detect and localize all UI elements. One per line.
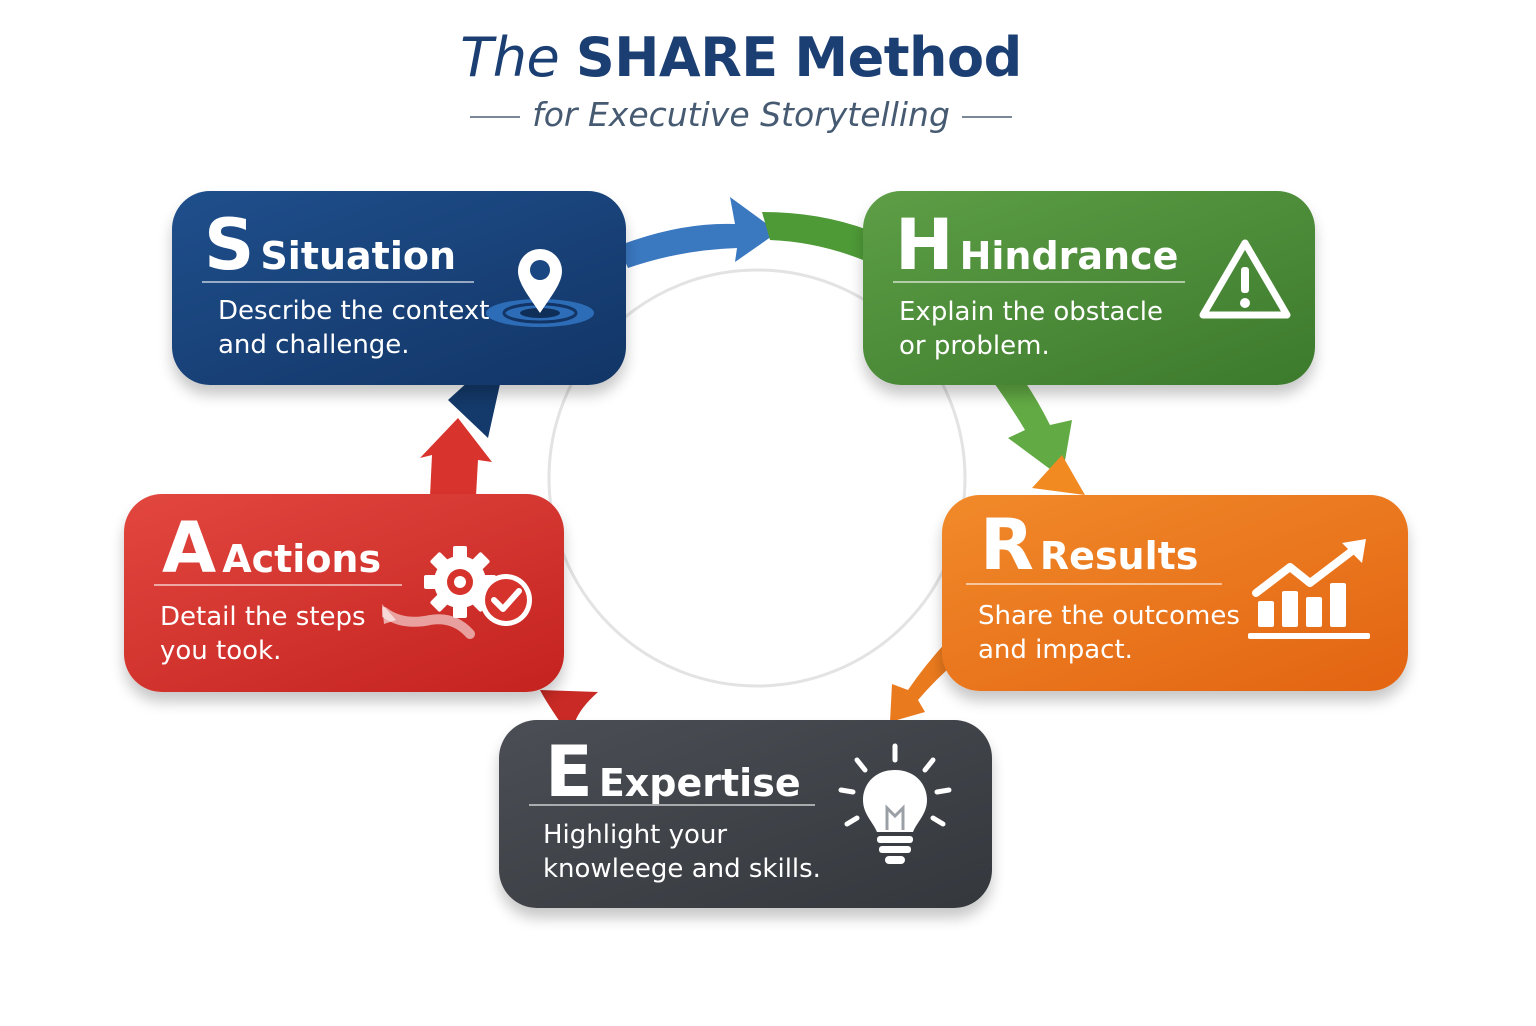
gear-check-icon (382, 546, 532, 639)
step-divider (202, 281, 474, 283)
location-pin-icon (486, 249, 594, 327)
lightbulb-icon (838, 743, 952, 864)
title-share: SHARE (575, 26, 778, 89)
arrow-actions-to-situation (420, 418, 492, 496)
subtitle-rule-left (470, 115, 521, 118)
step-name: Situation (260, 234, 457, 278)
title-the: The (460, 26, 560, 89)
step-description: Share the outcomes and impact. (978, 599, 1240, 667)
step-divider (529, 804, 815, 806)
step-letter: R (980, 504, 1034, 586)
step-description-line: Explain the obstacle (899, 297, 1163, 327)
arrow-situation-tail (448, 380, 500, 438)
subtitle-text: for Executive Storytelling (532, 95, 950, 134)
step-letter: S (204, 204, 255, 286)
growth-chart-icon (1248, 539, 1370, 639)
step-name: Actions (222, 537, 382, 581)
step-letter: H (895, 204, 954, 286)
step-description: Highlight your knowleege and skills. (543, 818, 821, 886)
arrow-expertise-to-actions (540, 690, 598, 722)
step-name: Expertise (598, 761, 801, 805)
step-description-line: Highlight your (543, 820, 728, 850)
arrow-situation-to-hindrance (618, 197, 778, 268)
step-divider (893, 281, 1185, 283)
title-method: Method (794, 26, 1022, 89)
step-description-line: Describe the context (218, 296, 490, 326)
step-description-line: you took. (160, 636, 282, 666)
cycle-ring (547, 268, 967, 688)
subtitle-rule-right (961, 115, 1012, 118)
step-description: Explain the obstacle or problem. (899, 295, 1163, 363)
step-divider (154, 584, 402, 586)
step-description: Detail the steps you took. (160, 600, 366, 668)
step-divider (966, 583, 1222, 585)
step-description: Describe the context and challenge. (218, 294, 489, 362)
step-description-line: Detail the steps (160, 602, 366, 632)
step-letter: A (162, 507, 217, 589)
page-title: The SHARE Method (0, 26, 1482, 89)
page-subtitle: for Executive Storytelling (0, 95, 1482, 134)
step-description-line: and challenge. (218, 330, 410, 360)
warning-triangle-icon (1199, 239, 1291, 319)
arrow-hindrance-to-results (992, 375, 1072, 478)
step-description-line: Share the outcomes (978, 601, 1240, 631)
step-description-line: or problem. (899, 331, 1050, 361)
step-description-line: knowleege and skills. (543, 854, 821, 884)
step-name: Hindrance (959, 234, 1179, 278)
arrow-hindrance-tail (762, 212, 868, 262)
step-letter: E (545, 731, 593, 813)
step-description-line: and impact. (978, 635, 1133, 665)
step-name: Results (1039, 534, 1199, 578)
arrow-results-tail (1032, 455, 1085, 495)
arrow-results-to-expertise (890, 640, 958, 722)
